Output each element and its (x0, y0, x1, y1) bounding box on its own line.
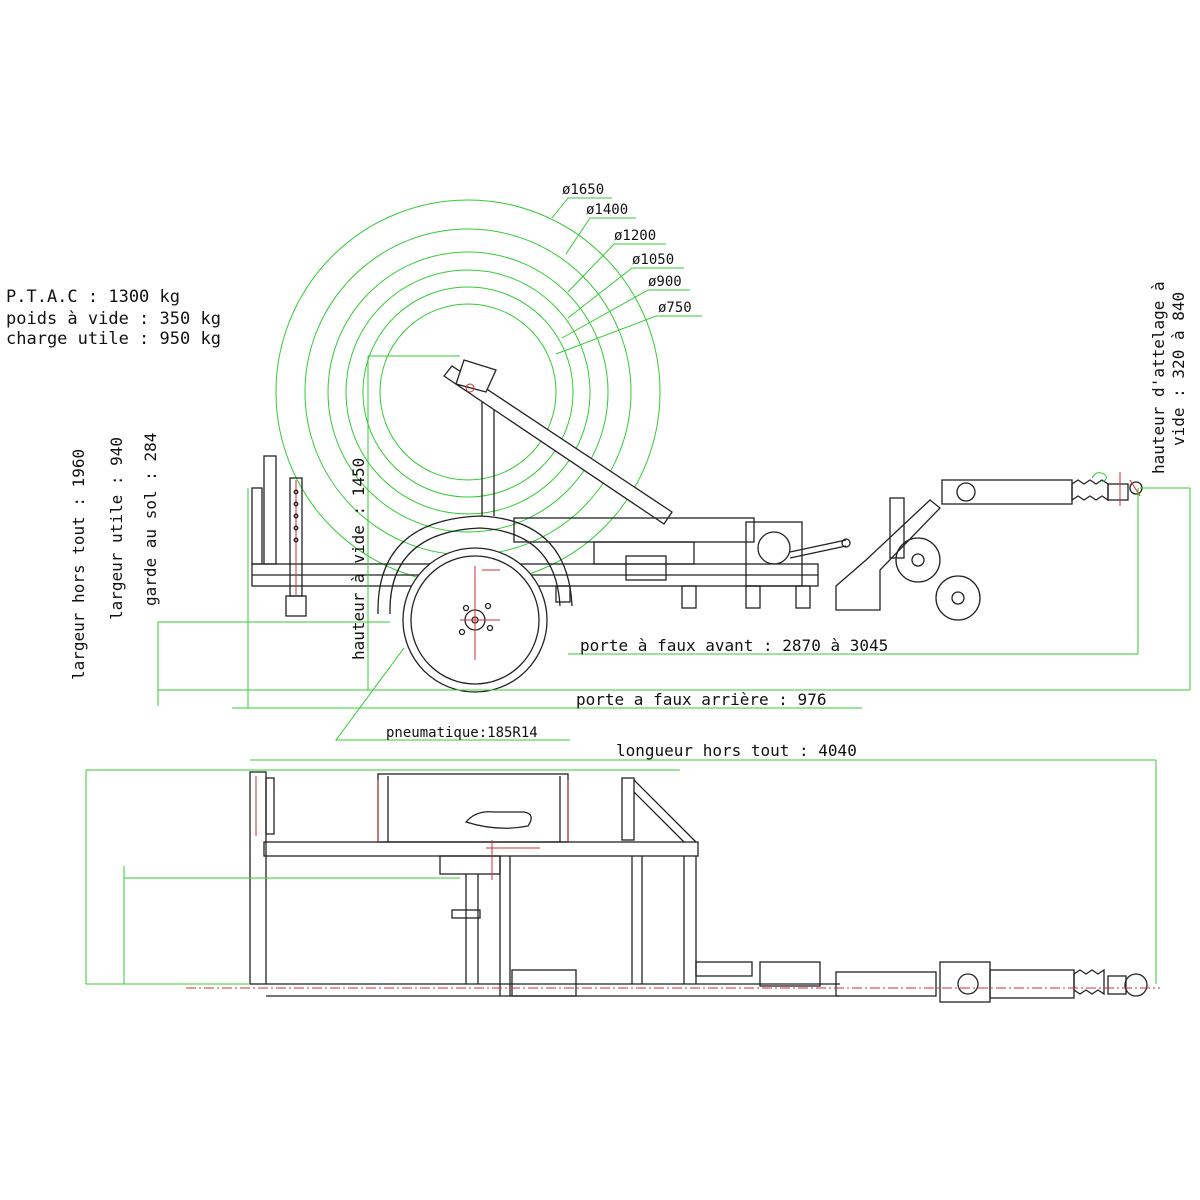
spec-payload: charge utile : 950 kg (6, 329, 221, 349)
top-tow-arm (835, 971, 937, 997)
side-jockey-wheel (935, 575, 981, 621)
spec-ptac: P.T.A.C : 1300 kg (6, 287, 180, 307)
side-upper-frame (513, 517, 755, 543)
leader-d1400 (565, 217, 636, 255)
side-view-trailer (251, 359, 1143, 693)
diameter-labels: ø1650 ø1400 ø1200 ø1050 ø900 ø750 (562, 182, 692, 316)
label-overall-width: largeur hors tout : 1960 (69, 449, 88, 680)
side-bellow (1071, 479, 1109, 502)
top-coupling (1107, 975, 1127, 995)
side-winch (745, 521, 803, 587)
top-view-trailer (186, 771, 1160, 1003)
label-d1200: ø1200 (614, 228, 656, 244)
label-useful-width: largeur utile : 940 (107, 437, 126, 620)
label-d1650: ø1650 (562, 182, 604, 198)
leader-d900 (561, 289, 690, 339)
leader-d1200 (567, 243, 666, 293)
diameter-leaders (551, 197, 702, 355)
label-front-overhang: porte à faux avant : 2870 à 3045 (580, 636, 888, 655)
top-cross-beam (263, 841, 699, 857)
label-hitch-height-1: hauteur d'attelage à (1149, 281, 1168, 474)
label-d900: ø900 (648, 274, 682, 290)
label-ground-clearance: garde au sol : 284 (141, 433, 160, 606)
label-tyre: pneumatique:185R14 (386, 725, 538, 741)
leader-d750 (555, 315, 702, 355)
top-reel-frame (377, 773, 569, 843)
spec-empty-weight: poids à vide : 350 kg (6, 309, 221, 329)
side-rear-board (263, 455, 277, 565)
label-d1050: ø1050 (632, 252, 674, 268)
label-hitch-height-2: vide : 320 à 840 (1169, 292, 1188, 446)
side-hitch-joint (895, 537, 941, 583)
label-rear-overhang: porte a faux arrière : 976 (576, 690, 826, 709)
dimension-lines (85, 355, 1191, 985)
circle-d1050 (345, 269, 591, 515)
circle-d750 (379, 303, 557, 481)
side-tow-arm (835, 499, 941, 611)
label-overall-length: longueur hors tout : 4040 (616, 741, 857, 760)
side-rear-post (251, 487, 263, 565)
side-winch-handle (789, 539, 847, 553)
top-reel-drum (464, 811, 532, 829)
top-axle-hub (439, 855, 501, 875)
side-fender (377, 515, 573, 615)
label-empty-height: hauteur à vide : 1450 (349, 458, 368, 660)
top-drawbar (989, 969, 1075, 999)
circle-d900 (362, 286, 574, 498)
leader-d1650 (551, 197, 612, 219)
dim-tyre-leader (335, 647, 570, 741)
label-d1400: ø1400 (586, 202, 628, 218)
label-d750: ø750 (658, 300, 692, 316)
dimension-labels: largeur hors tout : 1960 largeur utile :… (69, 281, 1188, 760)
spec-block: P.T.A.C : 1300 kg poids à vide : 350 kg … (6, 287, 221, 349)
side-coupling (1107, 483, 1129, 501)
circle-d1200 (327, 251, 609, 533)
side-reel-arm (443, 365, 673, 525)
top-hitch-head (939, 961, 991, 1003)
top-winch (511, 969, 577, 997)
leader-d1050 (567, 267, 684, 319)
top-bellow (1073, 968, 1105, 996)
side-reel-clamp (455, 359, 497, 393)
